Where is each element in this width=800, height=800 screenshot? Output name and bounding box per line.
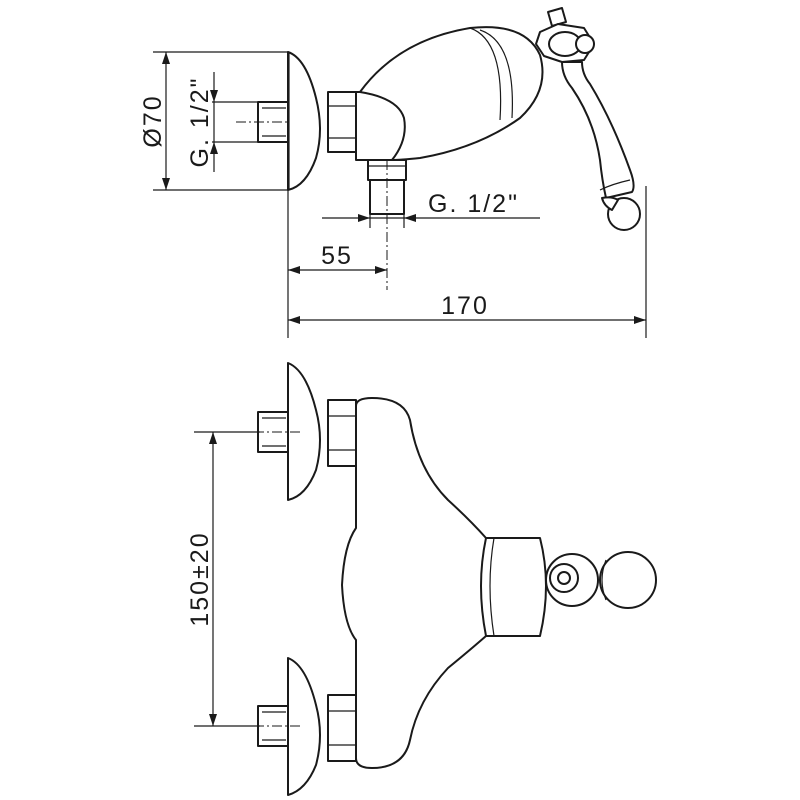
front-lower-nut	[327, 694, 357, 762]
side-lever-knob	[607, 197, 641, 231]
side-handle-body	[359, 26, 544, 161]
front-dimensions: 150±20	[186, 431, 300, 727]
dim-170-label: 170	[441, 292, 489, 320]
side-lever-arm	[561, 61, 635, 199]
side-wall-flange	[287, 51, 321, 191]
dim-55-label: 55	[321, 242, 353, 270]
front-upper-nut	[327, 399, 357, 467]
dim-outlet-thread-label: G. 1/2"	[428, 190, 519, 218]
dim-center-distance-label: 150±20	[186, 531, 214, 626]
front-upper-flange	[287, 362, 321, 501]
front-main-body	[341, 397, 487, 769]
front-dome	[480, 537, 547, 637]
side-hex-nut	[327, 91, 357, 153]
front-view	[257, 362, 657, 796]
front-lever-knob	[599, 551, 657, 609]
dim-diameter-label: Ø70	[139, 94, 167, 147]
side-dimensions: Ø70 G. 1/2" G. 1/2" 55 170	[139, 51, 647, 338]
front-lower-flange	[287, 657, 321, 796]
dim-inlet-thread-label: G. 1/2"	[186, 77, 214, 168]
side-lever-top	[547, 7, 567, 27]
